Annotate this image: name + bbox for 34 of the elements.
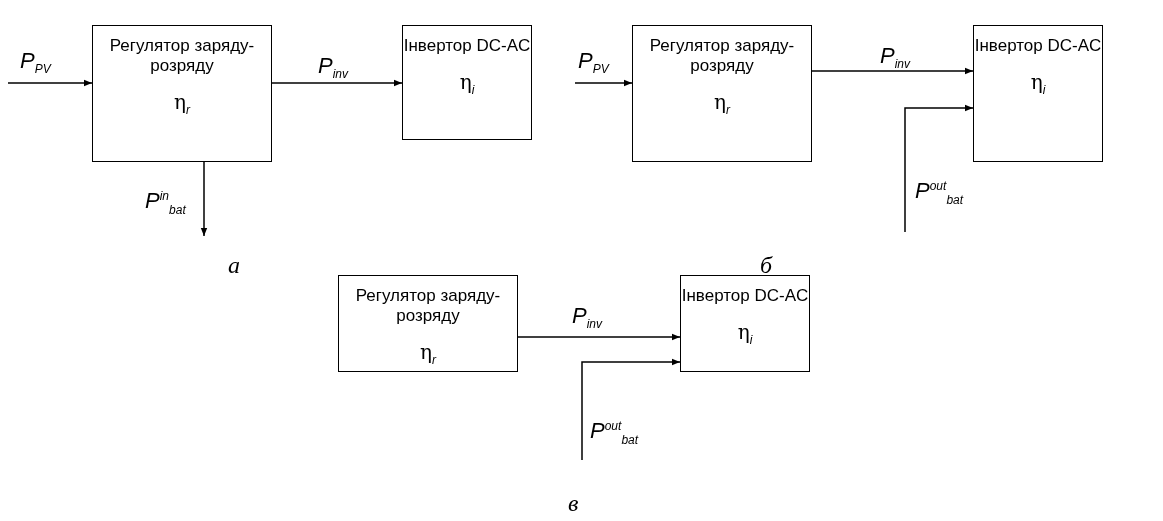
efficiency-symbol: η$_{i}$ <box>459 70 475 97</box>
edge-label: P$_{inv}$ <box>880 45 911 74</box>
arrow <box>904 104 974 233</box>
efficiency-symbol: η$_{r}$ <box>714 90 730 117</box>
efficiency-symbol: η$_{i}$ <box>1030 70 1046 97</box>
arrow <box>271 79 403 87</box>
arrow <box>517 333 681 341</box>
arrow <box>200 161 208 237</box>
edge-label: P$_{PV}$ <box>578 50 609 79</box>
process-box <box>338 275 518 372</box>
panel-letter: в <box>568 490 579 517</box>
efficiency-symbol: η$_{r}$ <box>174 90 190 117</box>
process-box <box>632 25 812 162</box>
arrow <box>811 67 974 75</box>
edge-label: P$_{PV}$ <box>20 50 51 79</box>
edge-label: P$_{inv}$ <box>572 305 603 334</box>
process-box <box>92 25 272 162</box>
process-box <box>402 25 532 140</box>
process-box <box>680 275 810 372</box>
process-box <box>973 25 1103 162</box>
block-title: Регулятор заряду-розряду <box>648 36 796 76</box>
arrow <box>574 79 633 87</box>
block-title: Інвертор DC-AC <box>403 36 531 56</box>
panel-letter: б <box>760 252 773 279</box>
block-title: Регулятор заряду-розряду <box>108 36 256 76</box>
block-title: Інвертор DC-AC <box>974 36 1102 56</box>
efficiency-symbol: η$_{i}$ <box>737 320 753 347</box>
efficiency-symbol: η$_{r}$ <box>420 340 436 367</box>
block-title: Інвертор DC-AC <box>681 286 809 306</box>
panel-letter: а <box>228 252 240 279</box>
block-title: Регулятор заряду-розряду <box>354 286 502 326</box>
edge-label: P$_{inv}$ <box>318 55 349 84</box>
arrow <box>7 79 93 87</box>
arrow <box>581 358 681 461</box>
